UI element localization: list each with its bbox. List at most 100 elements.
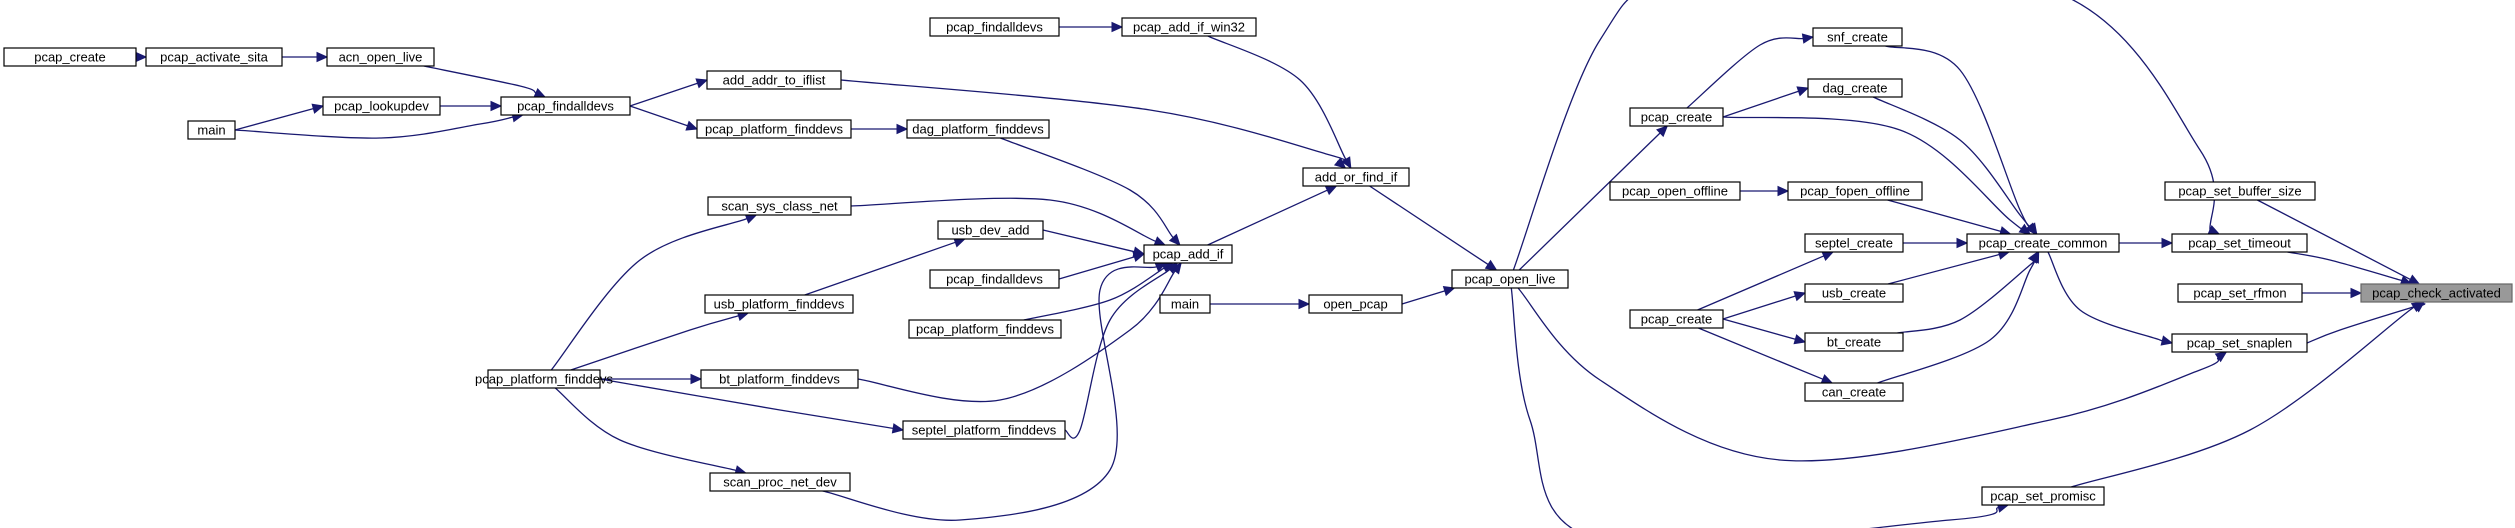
node-label: scan_proc_net_dev (723, 475, 837, 490)
arrowhead (891, 423, 905, 434)
node-pcap-findalldevs[interactable]: pcap_findalldevs (929, 17, 1060, 37)
arrowhead (2029, 250, 2040, 264)
arrowhead (1484, 259, 1498, 271)
node-pcap-set-snaplen[interactable]: pcap_set_snaplen (2171, 333, 2308, 353)
node-label: main (1171, 297, 1199, 312)
node-box (1966, 233, 2120, 253)
node-add-addr-to-iflist[interactable]: add_addr_to_iflist (706, 70, 842, 90)
node-pcap-lookupdev[interactable]: pcap_lookupdev (322, 96, 441, 116)
edge-main-to-pcap-lookupdev (234, 108, 314, 131)
node-pcap-add-if[interactable]: pcap_add_if (1143, 244, 1233, 264)
node-box (1451, 269, 1569, 289)
node-pcap-platform-finddevs[interactable]: pcap_platform_finddevs (908, 319, 1062, 339)
arrowhead (1333, 157, 1347, 169)
node-snf-create[interactable]: snf_create (1812, 27, 1903, 47)
node-box (2177, 283, 2303, 303)
node-usb-platform-finddevs[interactable]: usb_platform_finddevs (704, 294, 854, 314)
node-label: pcap_open_live (1464, 272, 1555, 287)
node-usb-create[interactable]: usb_create (1804, 283, 1904, 303)
node-label: pcap_set_buffer_size (2178, 184, 2301, 199)
node-box (709, 472, 851, 492)
node-scan-sys-class-net[interactable]: scan_sys_class_net (707, 196, 852, 216)
node-pcap-platform-finddevs[interactable]: pcap_platform_finddevs (475, 369, 614, 389)
node-label: pcap_platform_finddevs (475, 372, 614, 387)
arrowhead (135, 51, 148, 63)
node-pcap-add-if-win32[interactable]: pcap_add_if_win32 (1121, 17, 1257, 37)
node-label: usb_platform_finddevs (714, 297, 845, 312)
node-pcap-create[interactable]: pcap_create (1629, 309, 1724, 329)
node-pcap-open-offline[interactable]: pcap_open_offline (1609, 181, 1741, 201)
arrowhead (1793, 291, 1807, 302)
node-usb-dev-add[interactable]: usb_dev_add (937, 220, 1044, 240)
node-acn-open-live[interactable]: acn_open_live (326, 47, 435, 67)
node-label: bt_create (1827, 335, 1881, 350)
edge-pcap-add-if-to-add-or-find-if (1207, 189, 1328, 246)
arrowhead (2350, 287, 2363, 299)
node-pcap-findalldevs[interactable]: pcap_findalldevs (929, 269, 1060, 289)
edge-pcap-create-to-dag-create (1722, 90, 1799, 118)
node-label: pcap_findalldevs (946, 272, 1043, 287)
node-pcap-create-common[interactable]: pcap_create_common (1966, 233, 2120, 253)
node-dag-platform-finddevs[interactable]: dag_platform_finddevs (906, 119, 1050, 139)
arrowhead (685, 120, 699, 131)
node-box (902, 420, 1066, 440)
node-pcap-activate-sita[interactable]: pcap_activate_sita (145, 47, 283, 67)
arrowhead (1168, 233, 1181, 246)
node-label: pcap_set_rfmon (2193, 286, 2286, 301)
node-septel-platform-finddevs[interactable]: septel_platform_finddevs (902, 420, 1066, 440)
edge-acn-open-live-to-pcap-findalldevs (423, 65, 537, 94)
arrowhead (1165, 262, 1179, 274)
edge-pcap-open-live-to-pcap-set-timeout (1512, 0, 2216, 271)
node-pcap-open-live[interactable]: pcap_open_live (1451, 269, 1569, 289)
node-label: can_create (1822, 385, 1886, 400)
arrowhead (690, 373, 703, 385)
node-pcap-create[interactable]: pcap_create (3, 47, 137, 67)
edge-pcap-create-to-bt-create (1722, 318, 1796, 340)
node-pcap-create[interactable]: pcap_create (1629, 107, 1724, 127)
node-main[interactable]: main (187, 120, 236, 140)
node-label: pcap_platform_finddevs (705, 122, 844, 137)
edge-scan-proc-net-dev-to-pcap-add-if (822, 266, 1157, 521)
node-pcap-set-buffer-size[interactable]: pcap_set_buffer_size (2164, 181, 2316, 201)
node-add-or-find-if[interactable]: add_or_find_if (1302, 167, 1410, 187)
node-pcap-findalldevs[interactable]: pcap_findalldevs (500, 96, 631, 116)
node-pcap-set-rfmon[interactable]: pcap_set_rfmon (2177, 283, 2303, 303)
arrowhead (2018, 223, 2032, 235)
node-pcap-check-activated[interactable]: pcap_check_activated (2360, 283, 2513, 303)
node-box (2360, 283, 2513, 303)
node-pcap-set-timeout[interactable]: pcap_set_timeout (2171, 233, 2308, 253)
edge-pcap-set-buffer-size-to-pcap-check-activated (2257, 199, 2411, 280)
edge-main-to-pcap-findalldevs (234, 116, 514, 139)
node-scan-proc-net-dev[interactable]: scan_proc_net_dev (709, 472, 851, 492)
node-box (1804, 283, 1904, 303)
node-bt-platform-finddevs[interactable]: bt_platform_finddevs (700, 369, 859, 389)
node-box (1629, 309, 1724, 329)
node-label: pcap_fopen_offline (1800, 184, 1910, 199)
node-label: pcap_create (1641, 312, 1713, 327)
node-box (1804, 332, 1904, 352)
node-label: add_addr_to_iflist (723, 73, 826, 88)
edge-pcap-set-snaplen-to-pcap-check-activated (2306, 303, 2426, 344)
node-open-pcap[interactable]: open_pcap (1308, 294, 1403, 314)
node-can-create[interactable]: can_create (1804, 382, 1904, 402)
edge-scan-sys-class-net-to-pcap-add-if (850, 197, 1156, 242)
node-septel-create[interactable]: septel_create (1804, 233, 1904, 253)
node-pcap-fopen-offline[interactable]: pcap_fopen_offline (1787, 181, 1923, 201)
node-main[interactable]: main (1159, 294, 1211, 314)
node-pcap-platform-finddevs[interactable]: pcap_platform_finddevs (696, 119, 852, 139)
node-label: pcap_activate_sita (160, 50, 268, 65)
node-bt-create[interactable]: bt_create (1804, 332, 1904, 352)
node-box (326, 47, 435, 67)
node-label: scan_sys_class_net (721, 199, 838, 214)
node-pcap-set-promisc[interactable]: pcap_set_promisc (1981, 486, 2105, 506)
node-label: pcap_platform_finddevs (916, 322, 1055, 337)
arrowhead (1442, 286, 1456, 297)
arrowhead (533, 87, 547, 98)
arrowhead (1132, 251, 1146, 263)
node-box (707, 196, 852, 216)
node-dag-create[interactable]: dag_create (1807, 78, 1903, 98)
node-label: pcap_add_if_win32 (1133, 20, 1245, 35)
edge-pcap-create-to-usb-create (1722, 295, 1796, 320)
node-label: snf_create (1827, 30, 1888, 45)
edge-pcap-create-to-septel-create (1697, 255, 1825, 311)
